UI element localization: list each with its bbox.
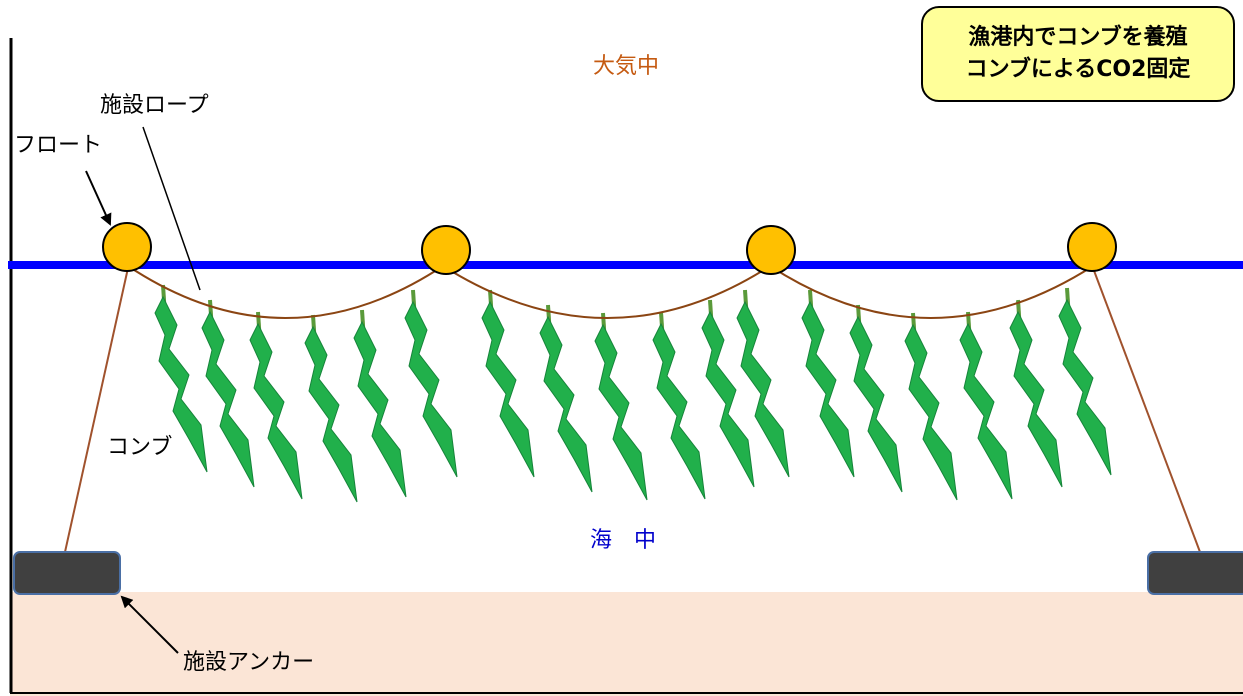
- rope-leader-line: [142, 126, 201, 291]
- float-1: [102, 222, 152, 272]
- float-3: [746, 225, 796, 275]
- sea-label: 海 中: [590, 528, 656, 553]
- kelp-frond: [849, 315, 903, 493]
- kelp-frond: [1058, 298, 1112, 476]
- callout-line-1: 漁港内でコンブを養殖: [968, 25, 1188, 50]
- float-4: [1067, 222, 1117, 272]
- facility-rope-segment-1: [127, 265, 444, 319]
- rope-label: 施設ロープ: [100, 93, 209, 118]
- kelp-frond: [404, 300, 458, 478]
- kelp-label: コンブ: [107, 435, 172, 460]
- kelp-frond: [353, 320, 407, 498]
- kelp-frond: [1009, 310, 1063, 488]
- kelp-frond: [304, 325, 358, 503]
- kelp-frond: [249, 322, 303, 500]
- anchor-rope-right: [1092, 267, 1201, 553]
- callout-line-2: コンブによるCO2固定: [965, 57, 1191, 82]
- kelp-frond: [904, 323, 958, 501]
- kelp-frond: [481, 300, 535, 478]
- kelp-group: [154, 284, 1112, 503]
- float-2: [421, 225, 471, 275]
- kelp-frond: [154, 295, 208, 473]
- facility-rope-segment-2: [442, 265, 771, 319]
- seabed: [10, 592, 1243, 696]
- anchor-label: 施設アンカー: [183, 650, 314, 675]
- anchor-rope-left: [64, 267, 129, 553]
- anchor-arrow: [120, 595, 179, 654]
- float-label: フロート: [14, 133, 102, 158]
- kelp-frond: [652, 322, 706, 500]
- kelp-frond: [539, 315, 593, 493]
- anchor-block-left: [13, 551, 121, 595]
- kelp-frond: [201, 310, 255, 488]
- atmosphere-label: 大気中: [593, 54, 659, 79]
- kelp-frond: [736, 300, 790, 478]
- kelp-frond: [959, 322, 1013, 500]
- kelp-frond: [801, 300, 855, 478]
- kelp-frond: [594, 323, 648, 501]
- callout-box: 漁港内でコンブを養殖 コンブによるCO2固定: [921, 6, 1235, 102]
- facility-rope-segment-3: [769, 265, 1094, 319]
- kelp-frond: [701, 310, 755, 488]
- float-arrow: [85, 170, 112, 226]
- anchor-block-right: [1147, 551, 1243, 595]
